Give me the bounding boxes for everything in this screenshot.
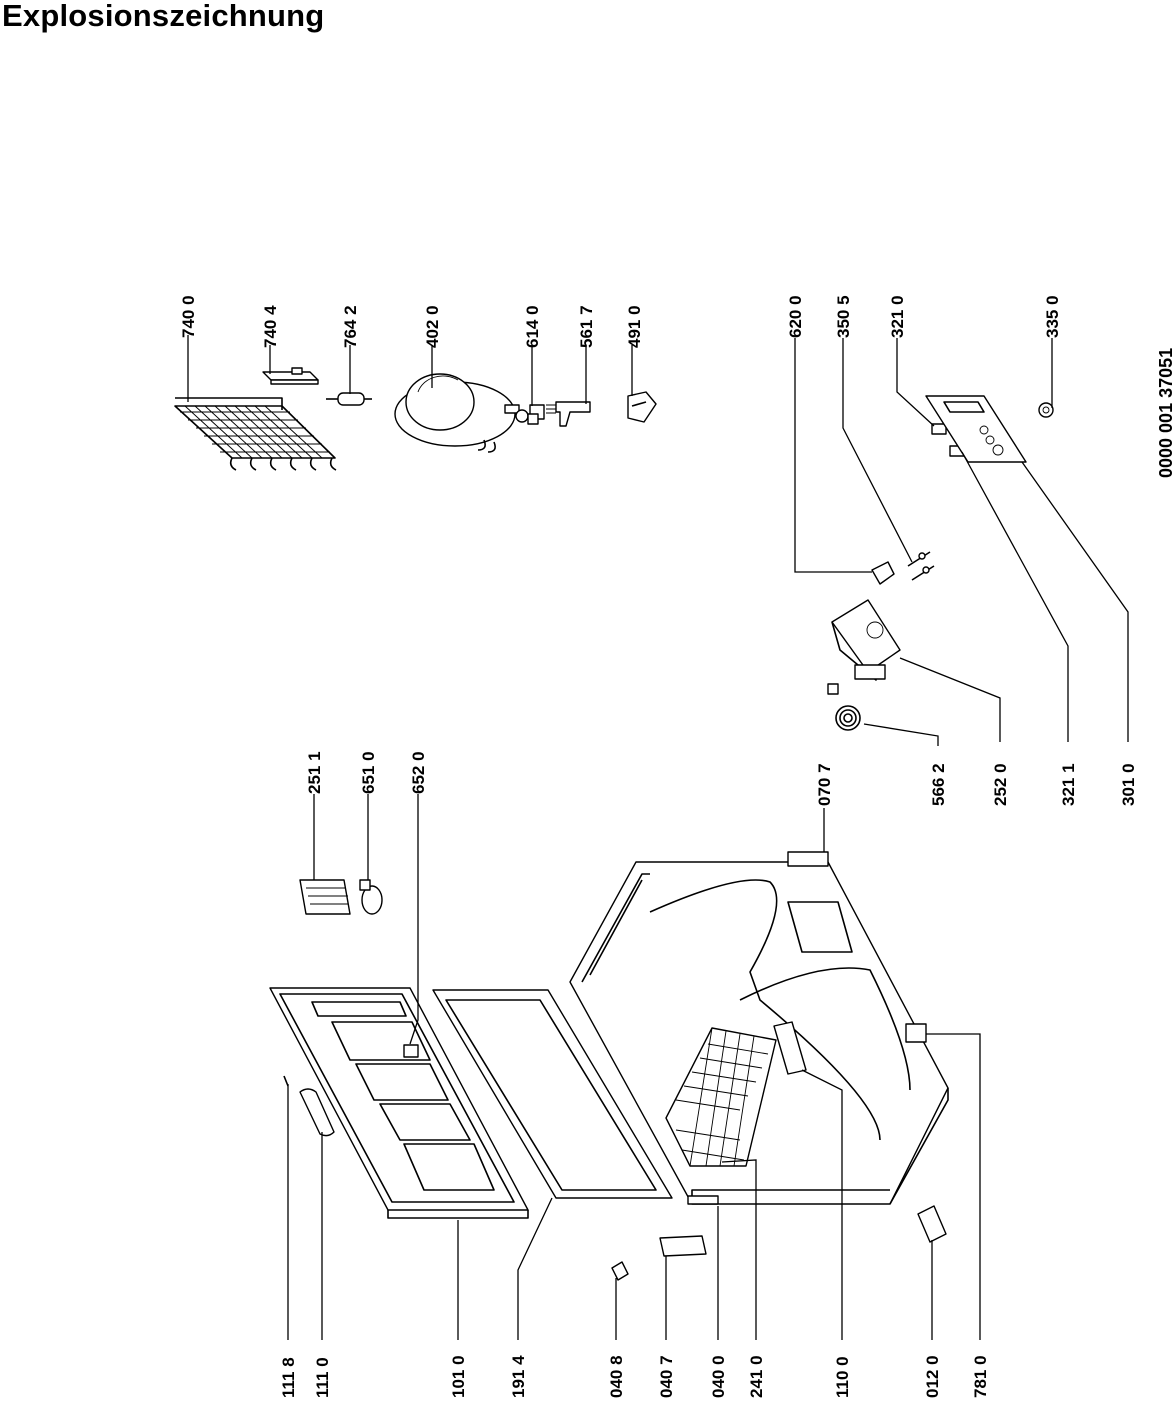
capillary-coil: [827, 683, 861, 731]
start-relay: [515, 404, 545, 425]
drain-plug-781-0: [905, 1023, 927, 1043]
label-321-1: 321 1: [1059, 763, 1078, 806]
control-panel: [925, 395, 1027, 463]
label-740-0: 740 0: [179, 295, 198, 338]
thermostat-assembly: [831, 599, 901, 681]
label-740-4: 740 4: [261, 305, 280, 348]
compressor: [394, 373, 520, 453]
condenser-coil: [174, 397, 337, 471]
hinge-screw-040-8: [611, 1261, 629, 1281]
vent-grille-070-7: [787, 851, 829, 867]
label-101-0: 101 0: [449, 1355, 468, 1398]
hinge-cover-040-7: [659, 1235, 707, 1257]
label-012-0: 012 0: [923, 1355, 942, 1398]
label-491-0: 491 0: [625, 305, 644, 348]
label-651-0: 651 0: [359, 751, 378, 794]
handle-screw: [283, 1075, 289, 1087]
label-764-2: 764 2: [341, 305, 360, 348]
label-070-7: 070 7: [815, 763, 834, 806]
label-614-0: 614 0: [523, 305, 542, 348]
lid-gasket: [432, 989, 673, 1199]
lid-handle: [299, 1088, 335, 1137]
label-040-7: 040 7: [657, 1355, 676, 1398]
label-652-0: 652 0: [409, 751, 428, 794]
part-labels: 740 0 740 4 764 2 402 0 614 0 561 7 491 …: [179, 295, 1175, 1398]
label-620-0: 620 0: [786, 295, 805, 338]
relay-cover: [627, 391, 657, 423]
label-402-0: 402 0: [423, 305, 442, 348]
label-252-0: 252 0: [991, 763, 1010, 806]
label-251-1: 251 1: [305, 751, 324, 794]
page-title: Explosionszeichnung: [2, 0, 325, 33]
label-111-8: 111 8: [279, 1357, 298, 1398]
divider-bracket: [773, 1021, 807, 1075]
light-cover: [299, 879, 351, 915]
label-321-0: 321 0: [888, 295, 907, 338]
leader-lines: [187, 335, 1129, 1340]
freezer-basket: [665, 1027, 777, 1167]
freezer-lid: [269, 987, 529, 1219]
label-781-0: 781 0: [971, 1355, 990, 1398]
label-111-0: 111 0: [313, 1357, 332, 1398]
hinge-040-0: [687, 1195, 719, 1205]
filter-dryer: [326, 392, 372, 406]
overload-protector: [546, 401, 591, 427]
thermostat-knob: [1038, 402, 1054, 418]
label-191-4: 191 4: [509, 1355, 528, 1398]
label-040-0: 040 0: [709, 1355, 728, 1398]
indicator-lamps: [907, 551, 935, 581]
label-301-0: 301 0: [1119, 763, 1138, 806]
document-number: 0000 001 37051: [1156, 348, 1175, 478]
label-040-8: 040 8: [607, 1355, 626, 1398]
label-110-0: 110 0: [833, 1356, 852, 1398]
label-241-0: 241 0: [747, 1355, 766, 1398]
switch-321-0: [931, 423, 947, 435]
label-350-5: 350 5: [834, 295, 853, 338]
light-bulb: [359, 879, 383, 915]
clamp-bracket: [262, 367, 319, 385]
lamp-holder: [871, 561, 895, 585]
label-335-0: 335 0: [1043, 295, 1062, 338]
label-566-2: 566 2: [929, 763, 948, 806]
foot-012-0: [917, 1205, 947, 1243]
label-561-7: 561 7: [577, 305, 596, 348]
